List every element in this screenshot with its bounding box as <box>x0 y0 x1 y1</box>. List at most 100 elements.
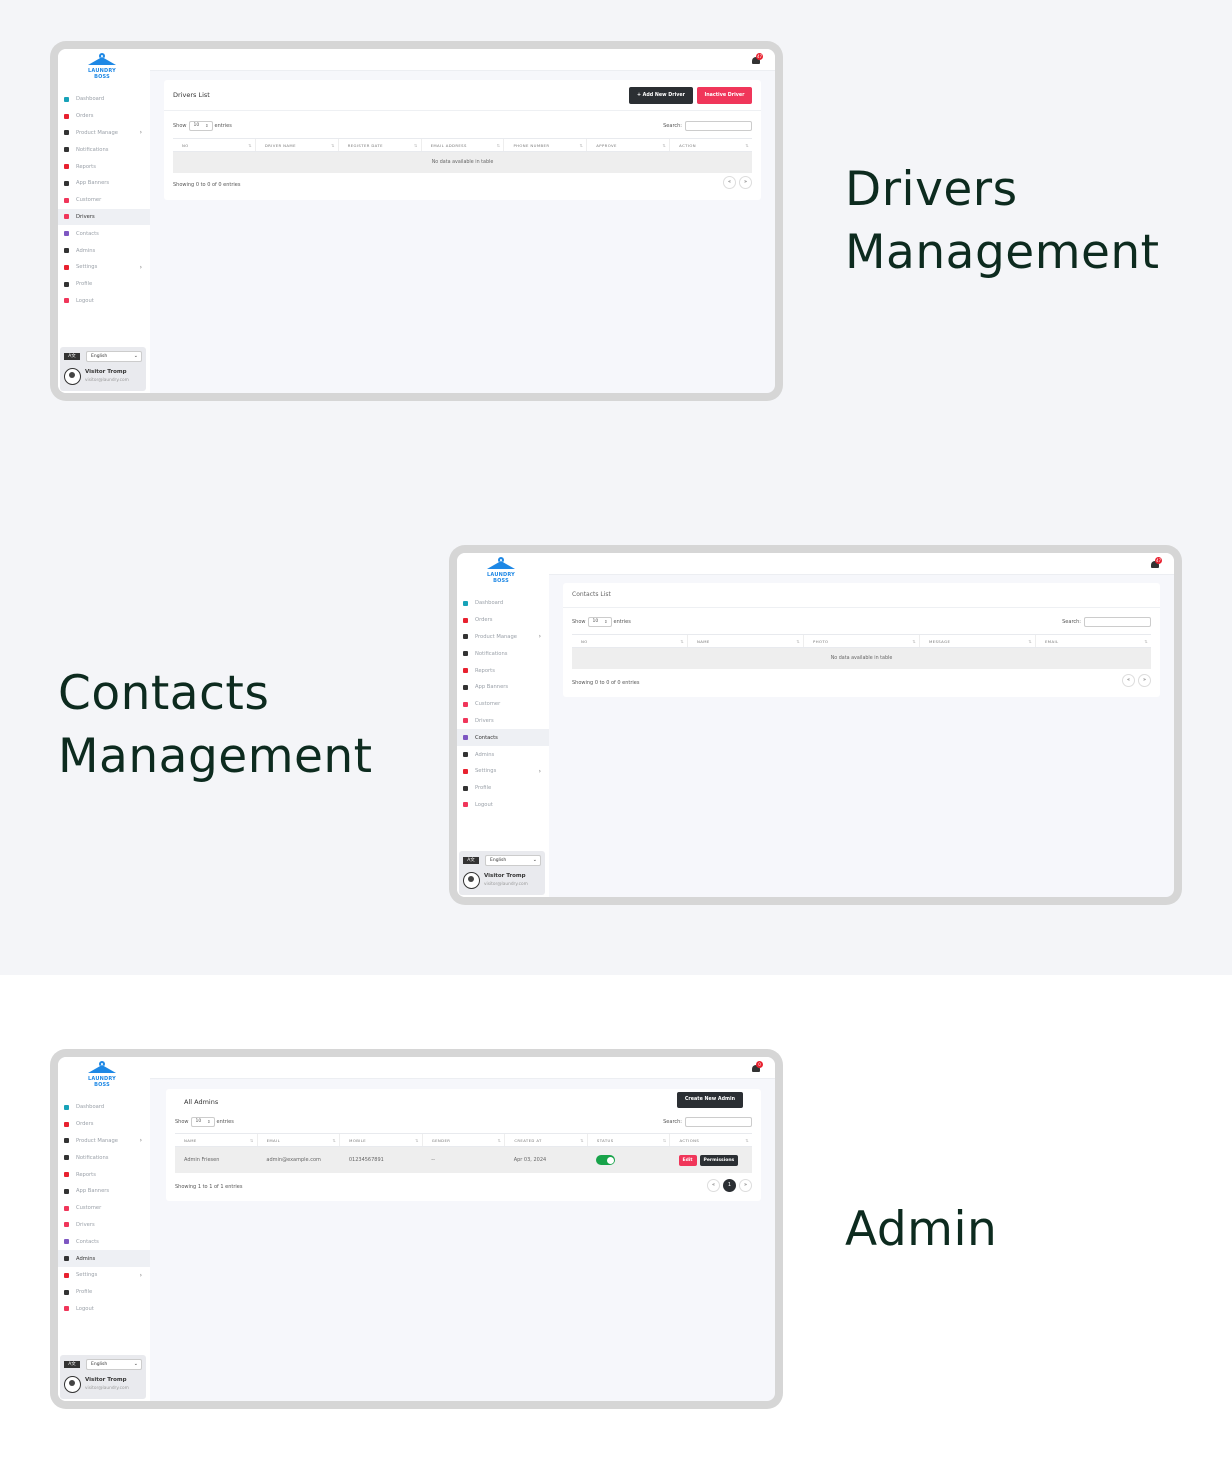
column-header-created-at[interactable]: Created At <box>504 1134 587 1147</box>
sidebar-item-orders[interactable]: Orders <box>58 1116 150 1133</box>
previous-page-button[interactable]: « <box>723 176 736 189</box>
column-header-action[interactable]: Action <box>669 139 752 152</box>
sidebar-item-customer[interactable]: Customer <box>58 192 150 209</box>
notification-button[interactable]: 47 <box>1150 557 1162 569</box>
sidebar-item-contacts[interactable]: Contacts <box>58 1233 150 1250</box>
sidebar-item-contacts[interactable]: Contacts <box>457 729 549 747</box>
column-header-email[interactable]: Email <box>256 1134 340 1147</box>
add-new-driver-button[interactable]: + Add New Driver <box>629 87 693 104</box>
edit-button[interactable]: Edit <box>678 1154 697 1166</box>
language-select[interactable]: English⌄ <box>86 351 142 362</box>
sidebar-item-admins[interactable]: Admins <box>58 242 150 259</box>
sidebar-item-profile[interactable]: Profile <box>457 780 549 797</box>
sidebar-item-logout[interactable]: Logout <box>457 797 549 814</box>
page-length-select[interactable]: 10⇕ <box>587 617 612 627</box>
user-email: visitor@laundry.com <box>484 882 528 887</box>
column-header-status[interactable]: Status <box>586 1134 670 1147</box>
drivers-icon <box>64 214 69 220</box>
product-manage-icon <box>64 130 69 136</box>
next-page-button[interactable]: » <box>739 1179 752 1192</box>
status-toggle[interactable] <box>596 1155 616 1165</box>
sidebar-item-app-banners[interactable]: App Banners <box>457 679 549 696</box>
sidebar-item-contacts[interactable]: Contacts <box>58 225 150 242</box>
column-header-email-address[interactable]: Email Address <box>420 139 504 152</box>
laundry-boss-logo[interactable]: LAUNDRY BOSS <box>481 557 521 584</box>
current-page-button[interactable]: 1 <box>723 1179 736 1192</box>
column-header-phone-number[interactable]: Phone Number <box>503 139 586 152</box>
search-input[interactable] <box>1084 617 1151 627</box>
sidebar-item-settings[interactable]: Settings› <box>457 763 549 780</box>
bell-icon <box>752 1065 760 1072</box>
sidebar-item-dashboard[interactable]: Dashboard <box>58 1099 150 1116</box>
column-header-no[interactable]: No <box>572 635 687 648</box>
sidebar-item-orders[interactable]: Orders <box>58 108 150 125</box>
page-length-select[interactable]: 10⇕ <box>190 1117 215 1127</box>
column-header-actions[interactable]: Actions <box>669 1134 752 1147</box>
sidebar-item-customer[interactable]: Customer <box>58 1200 150 1217</box>
column-header-message[interactable]: Message <box>919 635 1035 648</box>
search-input[interactable] <box>685 121 752 131</box>
contacts-heading-line2: Management <box>58 729 373 784</box>
avatar[interactable] <box>463 872 480 889</box>
next-page-button[interactable]: » <box>739 176 752 189</box>
previous-page-button[interactable]: « <box>707 1179 720 1192</box>
column-header-name[interactable]: Name <box>175 1134 257 1147</box>
sidebar-item-orders[interactable]: Orders <box>457 612 549 629</box>
laundry-boss-logo[interactable]: LAUNDRY BOSS <box>82 1061 122 1088</box>
sidebar-item-dashboard[interactable]: Dashboard <box>457 595 549 612</box>
sidebar-item-product-manage[interactable]: Product Manage› <box>58 1133 150 1150</box>
sidebar-item-drivers[interactable]: Drivers <box>58 208 150 226</box>
sidebar-item-drivers[interactable]: Drivers <box>58 1217 150 1234</box>
create-new-admin-button[interactable]: Create New Admin <box>677 1092 743 1108</box>
permissions-button[interactable]: Permissions <box>699 1154 739 1166</box>
sidebar-item-reports[interactable]: Reports <box>58 158 150 175</box>
column-header-no[interactable]: No <box>173 139 255 152</box>
sidebar-item-label: Orders <box>475 617 493 624</box>
column-header-gender[interactable]: Gender <box>421 1134 505 1147</box>
sidebar-item-settings[interactable]: Settings› <box>58 1267 150 1284</box>
sidebar-item-notifications[interactable]: Notifications <box>58 1149 150 1166</box>
table-row[interactable]: Admin Friesen admin@example.com 01234567… <box>175 1147 752 1173</box>
notification-count-badge: 47 <box>1155 557 1162 564</box>
avatar[interactable] <box>64 1376 81 1393</box>
notification-button[interactable]: 0 <box>751 1061 763 1073</box>
sidebar-item-app-banners[interactable]: App Banners <box>58 1183 150 1200</box>
notification-button[interactable]: 47 <box>751 53 763 65</box>
sidebar-item-dashboard[interactable]: Dashboard <box>58 91 150 108</box>
sidebar-item-settings[interactable]: Settings› <box>58 259 150 276</box>
search-input[interactable] <box>685 1117 752 1127</box>
sidebar-item-profile[interactable]: Profile <box>58 1284 150 1301</box>
laundry-boss-logo[interactable]: LAUNDRY BOSS <box>82 53 122 80</box>
sidebar-item-notifications[interactable]: Notifications <box>58 141 150 158</box>
sidebar-item-app-banners[interactable]: App Banners <box>58 175 150 192</box>
sidebar-item-product-manage[interactable]: Product Manage› <box>457 629 549 646</box>
previous-page-button[interactable]: « <box>1122 674 1135 687</box>
sidebar-item-customer[interactable]: Customer <box>457 696 549 713</box>
language-select[interactable]: English⌄ <box>86 1359 142 1370</box>
sidebar-item-label: Customer <box>76 197 102 204</box>
avatar[interactable] <box>64 368 81 385</box>
sidebar-item-profile[interactable]: Profile <box>58 276 150 293</box>
sidebar-item-reports[interactable]: Reports <box>457 662 549 679</box>
column-header-register-date[interactable]: Register Date <box>337 139 421 152</box>
inactive-driver-button[interactable]: Inactive Driver <box>697 87 752 104</box>
column-header-mobile[interactable]: Mobile <box>339 1134 422 1147</box>
sidebar-item-label: App Banners <box>76 180 110 187</box>
sidebar-item-admins[interactable]: Admins <box>58 1250 150 1267</box>
sidebar-item-notifications[interactable]: Notifications <box>457 645 549 662</box>
next-page-button[interactable]: » <box>1138 674 1151 687</box>
sidebar-item-product-manage[interactable]: Product Manage› <box>58 125 150 142</box>
column-header-email[interactable]: Email <box>1035 635 1151 648</box>
sidebar-item-logout[interactable]: Logout <box>58 293 150 310</box>
sidebar-item-reports[interactable]: Reports <box>58 1166 150 1183</box>
language-select[interactable]: English⌄ <box>485 855 541 866</box>
column-header-approve[interactable]: Approve <box>586 139 669 152</box>
column-header-photo[interactable]: Photo <box>803 635 919 648</box>
sidebar-item-admins[interactable]: Admins <box>457 746 549 763</box>
sidebar-item-logout[interactable]: Logout <box>58 1301 150 1318</box>
column-header-name[interactable]: Name <box>687 635 803 648</box>
column-header-driver-name[interactable]: Driver Name <box>254 139 338 152</box>
page-length-select[interactable]: 10⇕ <box>188 121 213 131</box>
sidebar-item-drivers[interactable]: Drivers <box>457 713 549 730</box>
